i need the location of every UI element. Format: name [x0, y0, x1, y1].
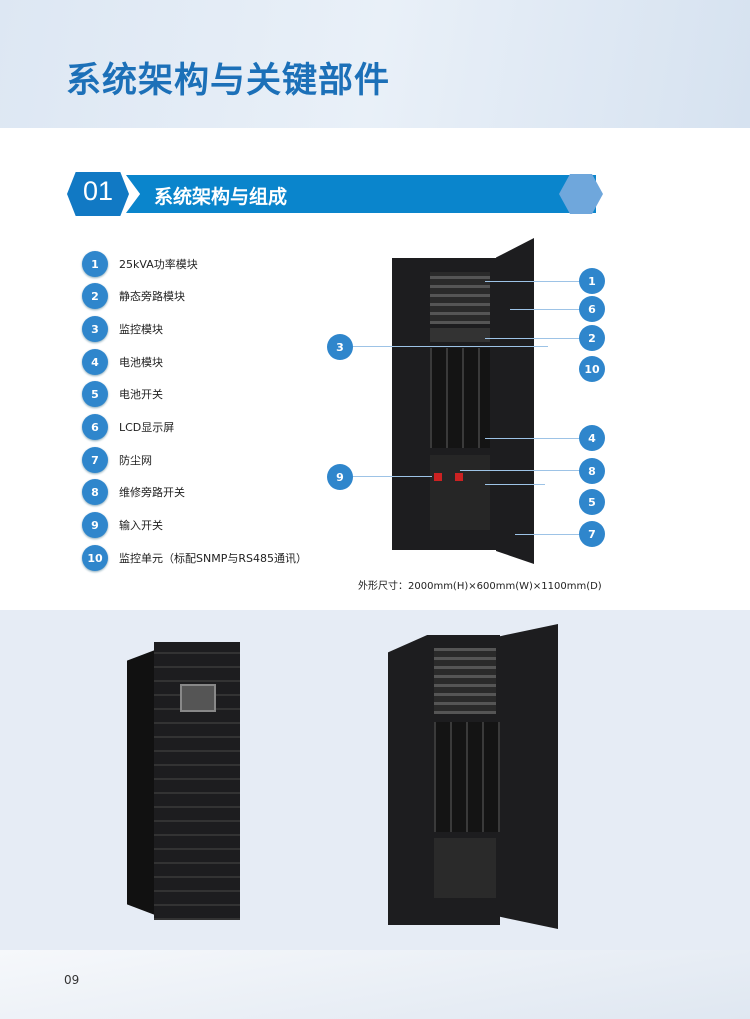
item-label: 防尘网 [119, 454, 152, 467]
section-title: 系统架构与组成 [154, 186, 288, 208]
open-cabinet-door [500, 624, 558, 929]
item-label: 监控模块 [119, 323, 163, 336]
battery-modules [430, 348, 490, 448]
item-number: 7 [82, 447, 108, 473]
list-item: 1 25kVA功率模块 [82, 251, 198, 277]
section-number-hexagon [67, 172, 129, 216]
item-number: 5 [82, 381, 108, 407]
callout-8: 8 [579, 458, 605, 484]
bypass-switch [455, 473, 463, 481]
callout-5: 5 [579, 489, 605, 515]
open-cabinet-switch-panel [434, 838, 496, 898]
callout-3: 3 [327, 334, 353, 360]
item-number: 2 [82, 283, 108, 309]
item-number: 3 [82, 316, 108, 342]
callout-9: 9 [327, 464, 353, 490]
item-label: LCD显示屏 [119, 421, 175, 434]
section-number: 01 [82, 176, 114, 206]
list-item: 10 监控单元（标配SNMP与RS485通讯） [82, 545, 307, 571]
callout-2: 2 [579, 325, 605, 351]
item-label: 静态旁路模块 [119, 290, 185, 303]
closed-cabinet-side [127, 650, 155, 915]
item-label: 输入开关 [119, 519, 163, 532]
lcd-screen [180, 684, 216, 712]
item-number: 8 [82, 479, 108, 505]
item-label: 维修旁路开关 [119, 486, 185, 499]
list-item: 3 监控模块 [82, 316, 163, 342]
product-photos-area [0, 610, 750, 950]
item-number: 4 [82, 349, 108, 375]
list-item: 9 输入开关 [82, 512, 163, 538]
callout-6: 6 [579, 296, 605, 322]
power-modules [430, 272, 490, 324]
list-item: 2 静态旁路模块 [82, 283, 185, 309]
header-band [0, 0, 750, 128]
item-number: 10 [82, 545, 108, 571]
item-label: 监控单元（标配SNMP与RS485通讯） [119, 552, 307, 565]
bypass-module [430, 328, 490, 342]
item-label: 电池模块 [119, 356, 163, 369]
list-item: 7 防尘网 [82, 447, 152, 473]
callout-4: 4 [579, 425, 605, 451]
item-label: 电池开关 [119, 388, 163, 401]
list-item: 4 电池模块 [82, 349, 163, 375]
section-title-bar [126, 175, 596, 213]
callout-10: 10 [579, 356, 605, 382]
list-item: 5 电池开关 [82, 381, 163, 407]
item-number: 1 [82, 251, 108, 277]
list-item: 6 LCD显示屏 [82, 414, 174, 440]
callout-7: 7 [579, 521, 605, 547]
page-number: 09 [64, 973, 80, 987]
item-number: 6 [82, 414, 108, 440]
input-switch [434, 473, 442, 481]
page-title: 系统架构与关键部件 [66, 61, 391, 101]
open-cabinet-modules [434, 648, 496, 714]
cabinet-door [496, 238, 534, 564]
dimensions-text: 外形尺寸：2000mm(H)×600mm(W)×1100mm(D) [358, 581, 602, 592]
item-number: 9 [82, 512, 108, 538]
callout-1: 1 [579, 268, 605, 294]
switch-panel [430, 455, 490, 530]
footer-band [0, 950, 750, 1019]
list-item: 8 维修旁路开关 [82, 479, 185, 505]
item-label: 25kVA功率模块 [119, 258, 198, 271]
